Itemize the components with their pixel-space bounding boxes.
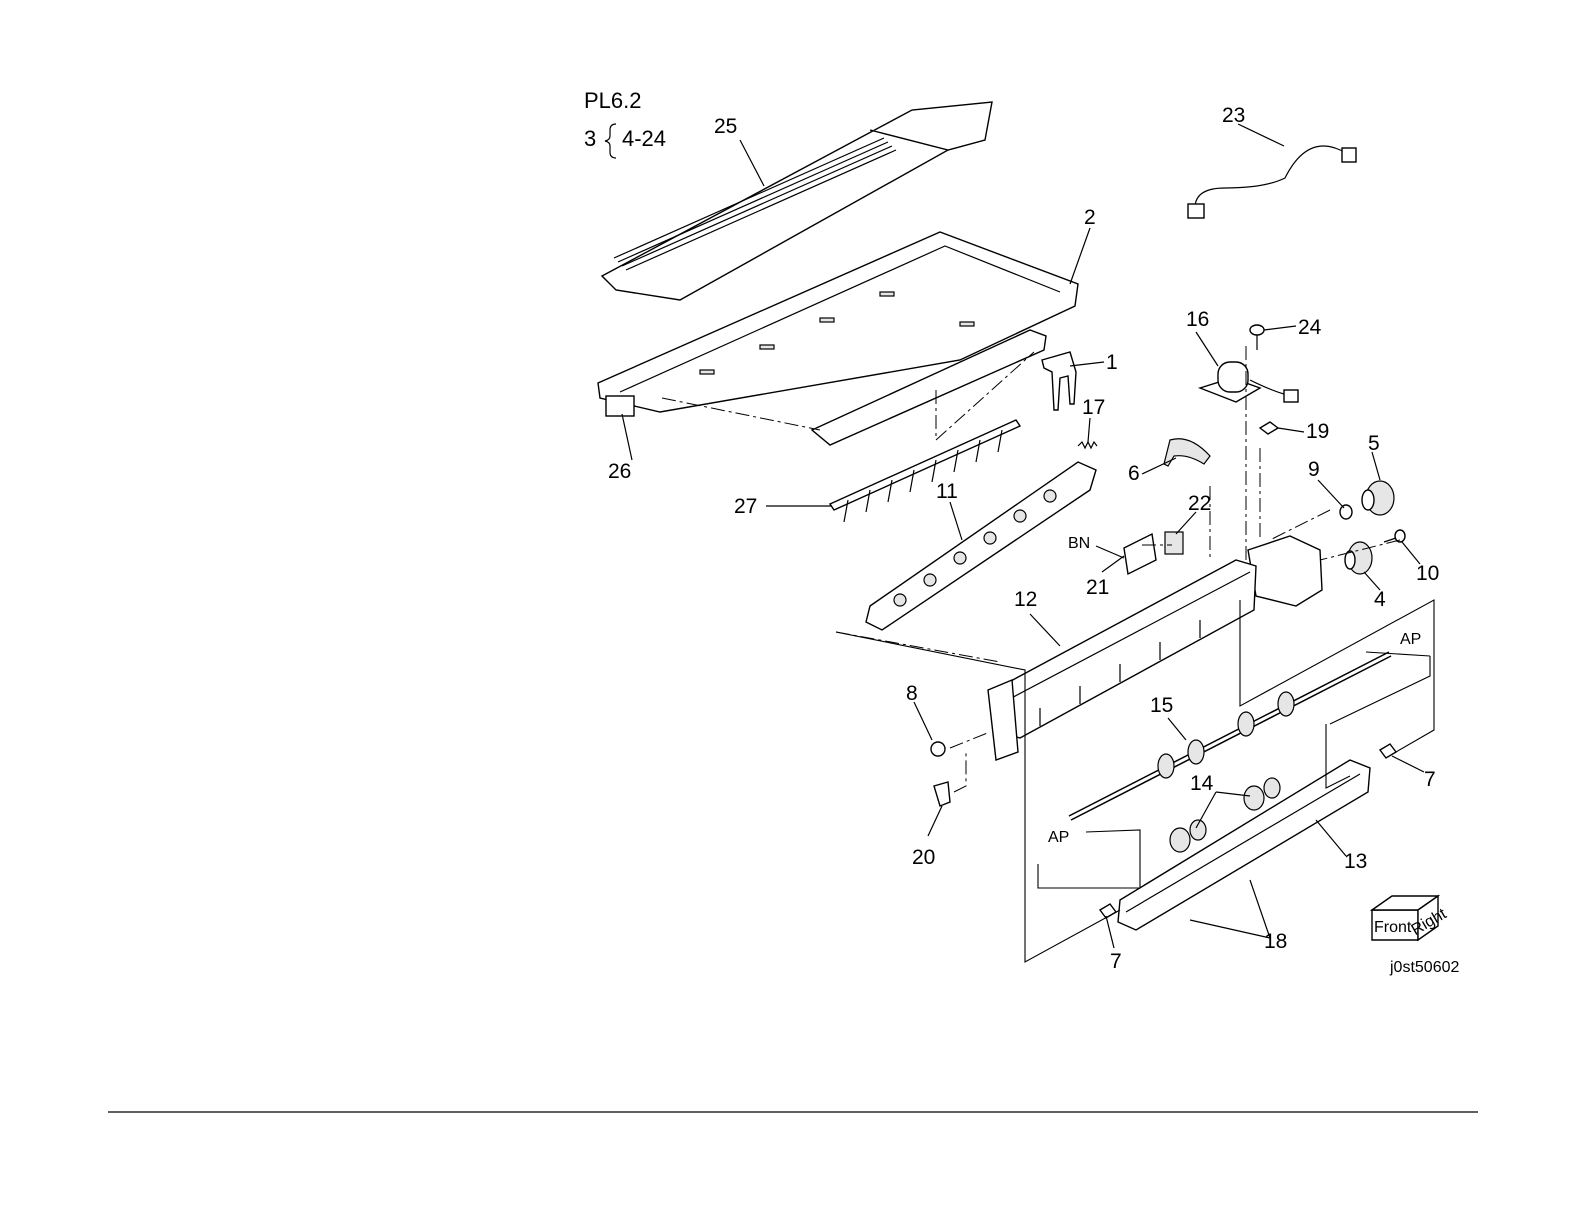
figure-code: j0st50602 — [1389, 959, 1459, 976]
part-21-sensor-bracket — [1124, 534, 1156, 574]
label-part-8: 8 — [906, 682, 918, 705]
part-5-gear — [1362, 481, 1394, 515]
part-12-main-chute — [994, 560, 1256, 738]
label-part-4: 4 — [1374, 588, 1386, 611]
part-20-clip — [934, 782, 950, 806]
part-27-static-eliminator — [830, 420, 1020, 522]
part-6-lever — [1164, 439, 1210, 466]
note-ap-top: AP — [1400, 631, 1421, 648]
part-10-screw — [1384, 530, 1405, 542]
label-part-21: 21 — [1086, 576, 1109, 599]
part-19-clip — [1260, 422, 1278, 434]
part-16-motor — [1200, 362, 1298, 402]
part-22-sensor — [1165, 532, 1183, 554]
part-8-bearing — [931, 742, 945, 756]
label-part-24: 24 — [1298, 316, 1322, 339]
label-part-13: 13 — [1344, 850, 1367, 873]
orientation-cube: Front Right — [1372, 896, 1450, 940]
chute-front-bracket — [988, 680, 1018, 760]
label-part-7-left: 7 — [1110, 950, 1122, 973]
note-ap-bottom: AP — [1048, 829, 1069, 846]
note-bn: BN — [1068, 535, 1090, 552]
part-7-clip-right — [1380, 744, 1396, 758]
part-7-clip-left — [1100, 904, 1116, 918]
label-part-23: 23 — [1222, 104, 1245, 127]
ref-brace-icon — [605, 124, 616, 158]
label-part-10: 10 — [1416, 562, 1439, 585]
label-part-15: 15 — [1150, 694, 1173, 717]
label-part-26: 26 — [608, 460, 631, 483]
label-part-6: 6 — [1128, 462, 1140, 485]
label-part-2: 2 — [1084, 206, 1096, 229]
ref-range: 4-24 — [622, 126, 666, 151]
part-11-chute-assembly — [866, 462, 1096, 630]
orientation-front: Front — [1374, 919, 1412, 936]
label-part-5: 5 — [1368, 432, 1380, 455]
label-part-7-right: 7 — [1424, 768, 1436, 791]
label-part-9: 9 — [1308, 458, 1320, 481]
part-4-gear — [1345, 542, 1372, 574]
part-9-bearing — [1340, 505, 1352, 519]
label-part-1: 1 — [1106, 351, 1118, 374]
label-part-16: 16 — [1186, 308, 1209, 331]
part-1-actuator — [1042, 352, 1076, 410]
label-part-19: 19 — [1306, 420, 1329, 443]
label-part-22: 22 — [1188, 492, 1211, 515]
label-part-18: 18 — [1264, 930, 1287, 953]
label-part-25: 25 — [714, 115, 737, 138]
ref-quantity: 3 — [584, 126, 596, 151]
part-26-bracket — [606, 396, 634, 416]
plate-number: PL6.2 — [584, 88, 642, 113]
part-24-screw — [1250, 325, 1264, 350]
part-17-spring — [1078, 442, 1097, 448]
part-23-harness — [1188, 146, 1356, 218]
drive-bracket — [1248, 536, 1322, 606]
label-part-17: 17 — [1082, 396, 1105, 419]
label-part-14: 14 — [1190, 772, 1214, 795]
label-part-12: 12 — [1014, 588, 1037, 611]
label-part-27: 27 — [734, 495, 757, 518]
label-part-20: 20 — [912, 846, 935, 869]
label-part-11: 11 — [936, 480, 958, 503]
